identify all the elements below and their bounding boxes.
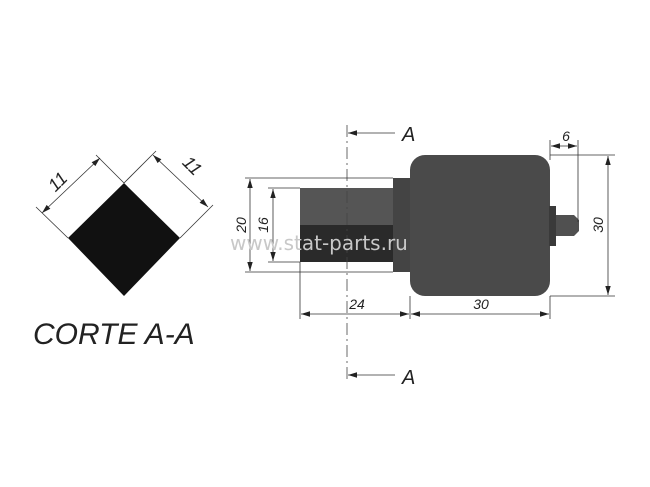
dim-hex-height: 16: [255, 217, 271, 233]
extension-line: [123, 150, 157, 184]
collar: [393, 178, 411, 272]
dim-line-right: [152, 154, 209, 208]
extension-line: [179, 204, 214, 239]
dim-pin-length: 6: [562, 128, 570, 144]
section-label-bottom: A: [401, 367, 415, 389]
dim-body-height: 30: [590, 217, 606, 233]
section-view: 11 11 CORTE A-A: [33, 150, 214, 351]
dim-left-label: 11: [44, 168, 71, 195]
dim-body-length: 30: [473, 296, 489, 312]
side-view: A A 20 16 24 30 30 6: [233, 124, 615, 389]
section-title: CORTE A-A: [33, 318, 195, 351]
nut: [549, 206, 556, 246]
watermark: www.stat-parts.ru: [230, 231, 408, 255]
extension-line: [35, 206, 69, 239]
pin: [556, 215, 579, 236]
dim-shaft-length: 24: [348, 296, 365, 312]
section-label-top: A: [401, 124, 415, 146]
dim-line-left: [41, 157, 101, 214]
dim-outer-height: 20: [233, 217, 249, 234]
square-section: [68, 183, 180, 296]
dim-right-label: 11: [179, 152, 206, 179]
roller-body: [410, 155, 550, 296]
extension-line: [95, 154, 125, 184]
